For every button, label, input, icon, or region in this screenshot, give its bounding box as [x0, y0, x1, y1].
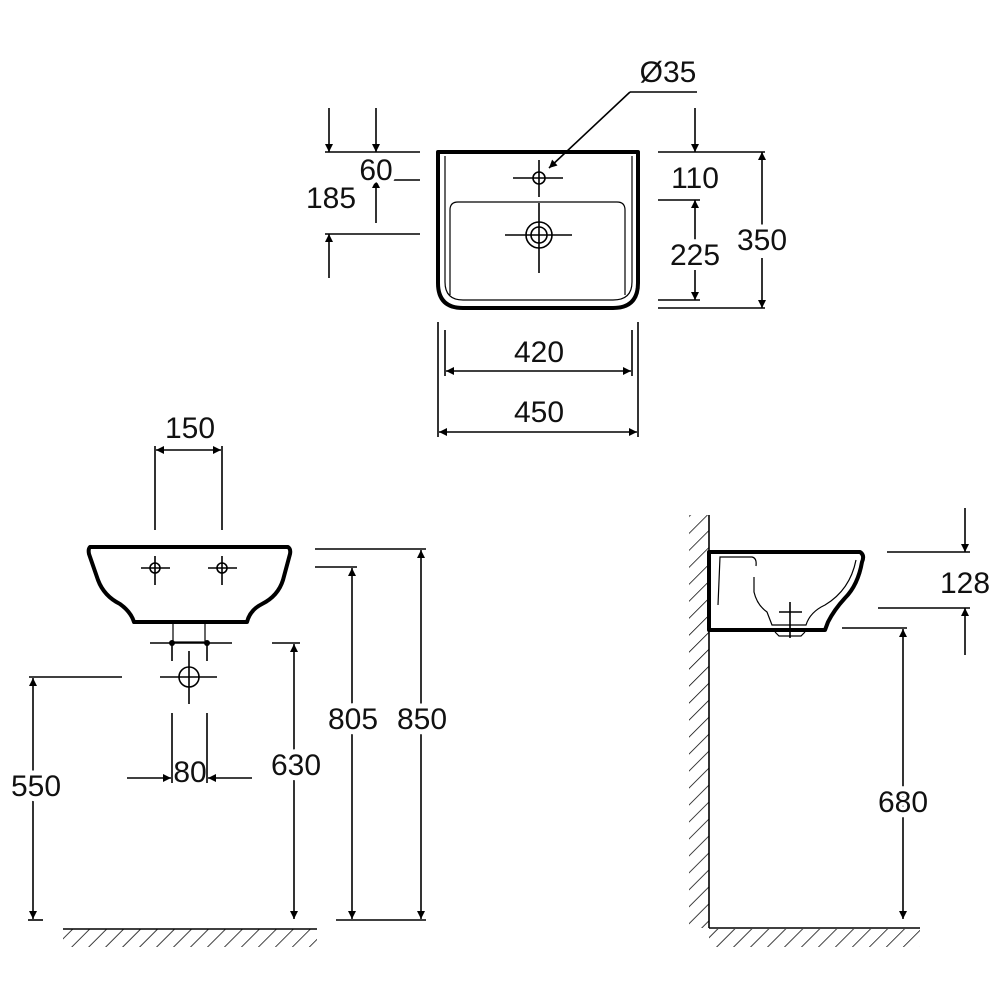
floor-hatch-front — [63, 929, 317, 947]
dim-total-depth: 350 — [737, 224, 787, 257]
floor-hatch-side — [709, 929, 920, 947]
dim-waste-offset: 185 — [306, 182, 356, 215]
front-view: 150 80 550 630 8 — [6, 407, 452, 947]
basin-outline-top — [436, 150, 640, 310]
dim-total-width: 450 — [514, 396, 564, 429]
dim-hole-diameter: Ø35 — [640, 56, 697, 89]
waste-outlet-front — [160, 651, 217, 704]
tap-hole — [513, 160, 563, 197]
basin-outline-front — [86, 545, 293, 624]
dim-basin-height: 128 — [940, 567, 990, 600]
dim-underside-height: 680 — [878, 786, 928, 819]
dim-tap-spacing: 150 — [165, 412, 215, 445]
basin-inner-rim — [444, 156, 633, 301]
top-view: Ø35 60 185 110 225 350 420 450 — [301, 51, 792, 437]
dim-total-height: 850 — [397, 703, 447, 736]
wall-hatch — [689, 515, 709, 928]
dim-back-to-bowl: 110 — [671, 162, 719, 195]
dim-trap-spacing: 80 — [173, 756, 206, 789]
side-view: 128 680 — [689, 508, 995, 947]
dim-bowl-depth: 225 — [670, 239, 720, 272]
dim-waste-height: 550 — [11, 770, 61, 803]
tap-holes-front — [141, 556, 237, 585]
waste-hole — [505, 203, 572, 273]
basin-outline-side — [707, 550, 866, 632]
dim-trap-height: 630 — [271, 749, 321, 782]
dim-tap-offset: 60 — [359, 154, 392, 187]
dim-bowl-rim-height: 805 — [328, 703, 378, 736]
dim-inner-width: 420 — [514, 336, 564, 369]
bowl-outline — [449, 201, 626, 295]
